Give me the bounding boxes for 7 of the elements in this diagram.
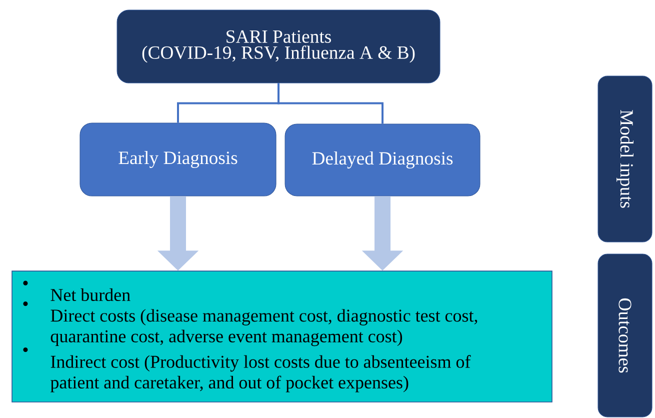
connector-line — [278, 83, 384, 124]
side-label-box: Model inputs — [598, 76, 652, 242]
outcome-box: Net burden Direct costs (disease management cost, diagnostic test cost, quarantine cost, adverse event management cost) Indirect cost (Productivity lost costs due to absenteeism of patient and caretaker, and out of pocket expenses) — [12, 270, 552, 402]
process-box: Delayed Diagnosis — [284, 124, 480, 196]
header-box: SARI Patients (COVID-19, RSV, Influenza A & B) — [116, 10, 440, 84]
side-label-box: Outcomes — [598, 254, 652, 418]
process-box: Early Diagnosis — [80, 122, 276, 196]
